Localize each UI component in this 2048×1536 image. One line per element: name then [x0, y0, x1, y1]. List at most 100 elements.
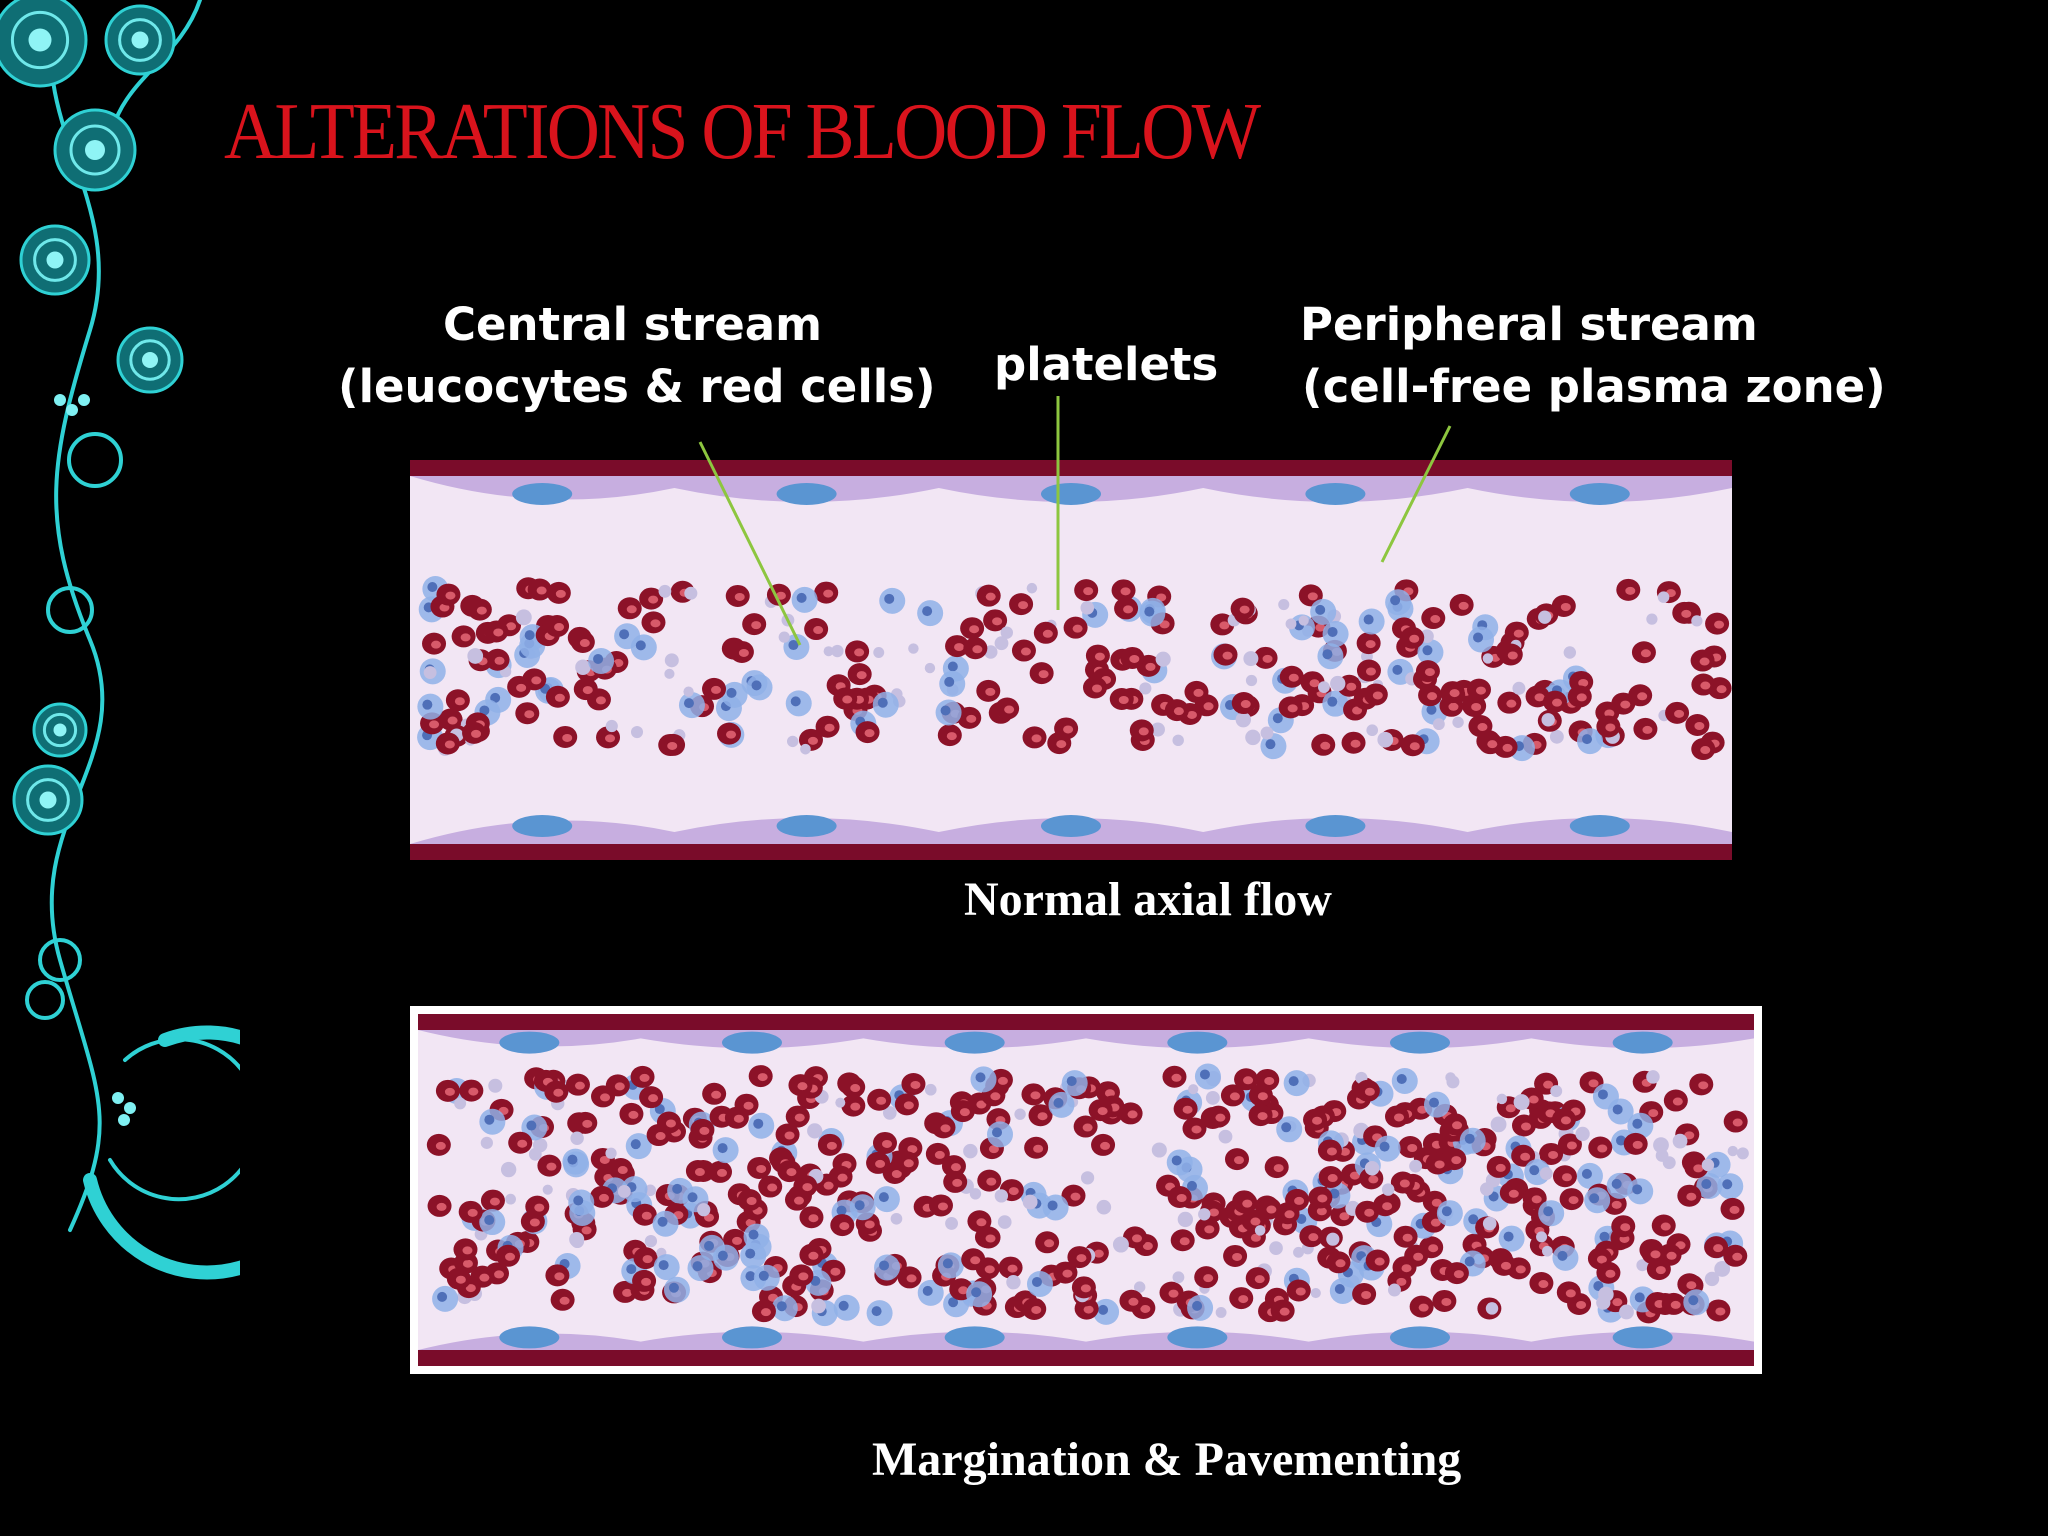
red-cell-pallor — [655, 1132, 666, 1141]
red-cell-pallor — [1215, 1113, 1226, 1122]
platelet — [505, 1193, 516, 1205]
red-cell — [570, 631, 595, 654]
platelet — [423, 666, 437, 679]
rose — [32, 702, 88, 758]
red-cell — [1033, 621, 1058, 644]
leucocyte-nucleus — [726, 687, 737, 698]
red-cell — [1723, 1244, 1748, 1267]
platelet — [1480, 1182, 1494, 1196]
red-cell — [545, 685, 570, 708]
red-cell — [833, 687, 858, 710]
platelet — [873, 647, 885, 658]
platelet — [1278, 598, 1290, 611]
platelet — [800, 743, 811, 755]
red-cell-pallor — [1264, 1076, 1275, 1085]
red-cell-pallor — [1660, 1222, 1671, 1231]
red-cell-pallor — [1229, 1092, 1240, 1101]
red-cell — [1356, 632, 1381, 655]
red-cell — [1409, 1295, 1434, 1318]
red-cell-pallor — [756, 1164, 767, 1173]
leucocyte-nucleus — [879, 1260, 890, 1271]
red-cell — [998, 1256, 1023, 1279]
red-cell-pallor — [614, 1082, 625, 1091]
vine-group — [25, 0, 240, 1280]
platelet — [1293, 1246, 1304, 1258]
endothelial-nucleus — [944, 1326, 1005, 1349]
red-cell — [1559, 1188, 1584, 1211]
leucocyte-nucleus — [836, 1205, 847, 1216]
platelet — [1550, 1085, 1563, 1098]
platelet — [1727, 1145, 1739, 1157]
platelet — [570, 1234, 585, 1249]
platelet — [1482, 653, 1494, 664]
leucocyte — [1042, 1194, 1069, 1221]
red-cell-pallor — [891, 1170, 902, 1179]
platelet — [1260, 726, 1274, 740]
platelet — [500, 1161, 517, 1178]
red-cell-pallor — [626, 605, 637, 614]
red-cell — [1440, 681, 1465, 704]
leucocyte-nucleus — [1390, 595, 1401, 606]
red-cell-pallor — [934, 1150, 945, 1159]
red-cell-pallor — [579, 639, 590, 648]
platelet — [1549, 729, 1564, 744]
red-cell-pallor — [786, 1168, 797, 1177]
leucocyte-nucleus — [1529, 1165, 1540, 1176]
central-stream-label: Central stream — [443, 298, 823, 351]
red-cell-pallor — [1232, 1252, 1243, 1261]
rose-petal — [42, 712, 78, 748]
red-cell — [845, 640, 870, 663]
leucocyte — [1391, 1067, 1418, 1094]
red-cell-pallor — [1568, 1196, 1579, 1205]
red-cell-pallor — [850, 1084, 861, 1093]
red-cell — [1444, 1262, 1469, 1285]
red-cell — [814, 581, 839, 604]
red-cell — [1085, 644, 1110, 667]
red-cell-pallor — [1159, 620, 1170, 629]
red-cell — [422, 632, 447, 655]
red-cell — [766, 583, 791, 606]
red-cell — [1390, 1171, 1415, 1194]
red-cell-pallor — [1104, 1089, 1115, 1098]
leucocyte — [1627, 1112, 1654, 1139]
red-cell — [725, 584, 750, 607]
leucocyte-nucleus — [922, 1285, 933, 1296]
vine-bud — [78, 394, 90, 406]
platelet — [528, 1147, 542, 1161]
platelet — [664, 668, 675, 679]
red-cell-pallor — [642, 1255, 653, 1264]
red-cell — [1285, 1188, 1310, 1211]
red-cell — [742, 613, 767, 636]
red-cell — [976, 584, 1001, 607]
platelet — [1409, 1159, 1423, 1173]
leucocyte — [562, 1148, 589, 1175]
red-cell-pallor — [1222, 651, 1233, 660]
rose-petal — [69, 124, 121, 176]
leucocyte-nucleus — [745, 1271, 756, 1282]
red-cell — [1341, 731, 1366, 754]
normal-axial-flow-caption: Normal axial flow — [964, 873, 1332, 926]
platelet — [945, 1216, 959, 1230]
red-cell-pallor — [1315, 623, 1326, 632]
red-cell — [961, 1248, 986, 1271]
platelet — [1245, 729, 1261, 746]
red-cell — [1071, 1276, 1096, 1299]
platelet — [1619, 1304, 1634, 1320]
platelet — [1318, 681, 1330, 694]
red-cell-pallor — [471, 729, 482, 738]
leucocyte-nucleus — [1053, 1097, 1064, 1108]
red-cell-pallor — [966, 714, 977, 723]
vine-bud — [66, 404, 78, 416]
leucocyte-nucleus — [1199, 1069, 1210, 1080]
red-cell — [1088, 1099, 1113, 1122]
platelet — [454, 1097, 467, 1110]
leucocyte-nucleus — [567, 1154, 578, 1165]
platelet — [684, 586, 698, 600]
leucocyte-nucleus — [753, 1118, 764, 1129]
rose-center — [28, 28, 52, 52]
red-cell-pallor — [1120, 587, 1131, 596]
platelet — [994, 1189, 1009, 1203]
red-cell — [1054, 717, 1079, 740]
red-cell-pallor — [1320, 741, 1331, 750]
red-cell-pallor — [455, 1275, 466, 1284]
